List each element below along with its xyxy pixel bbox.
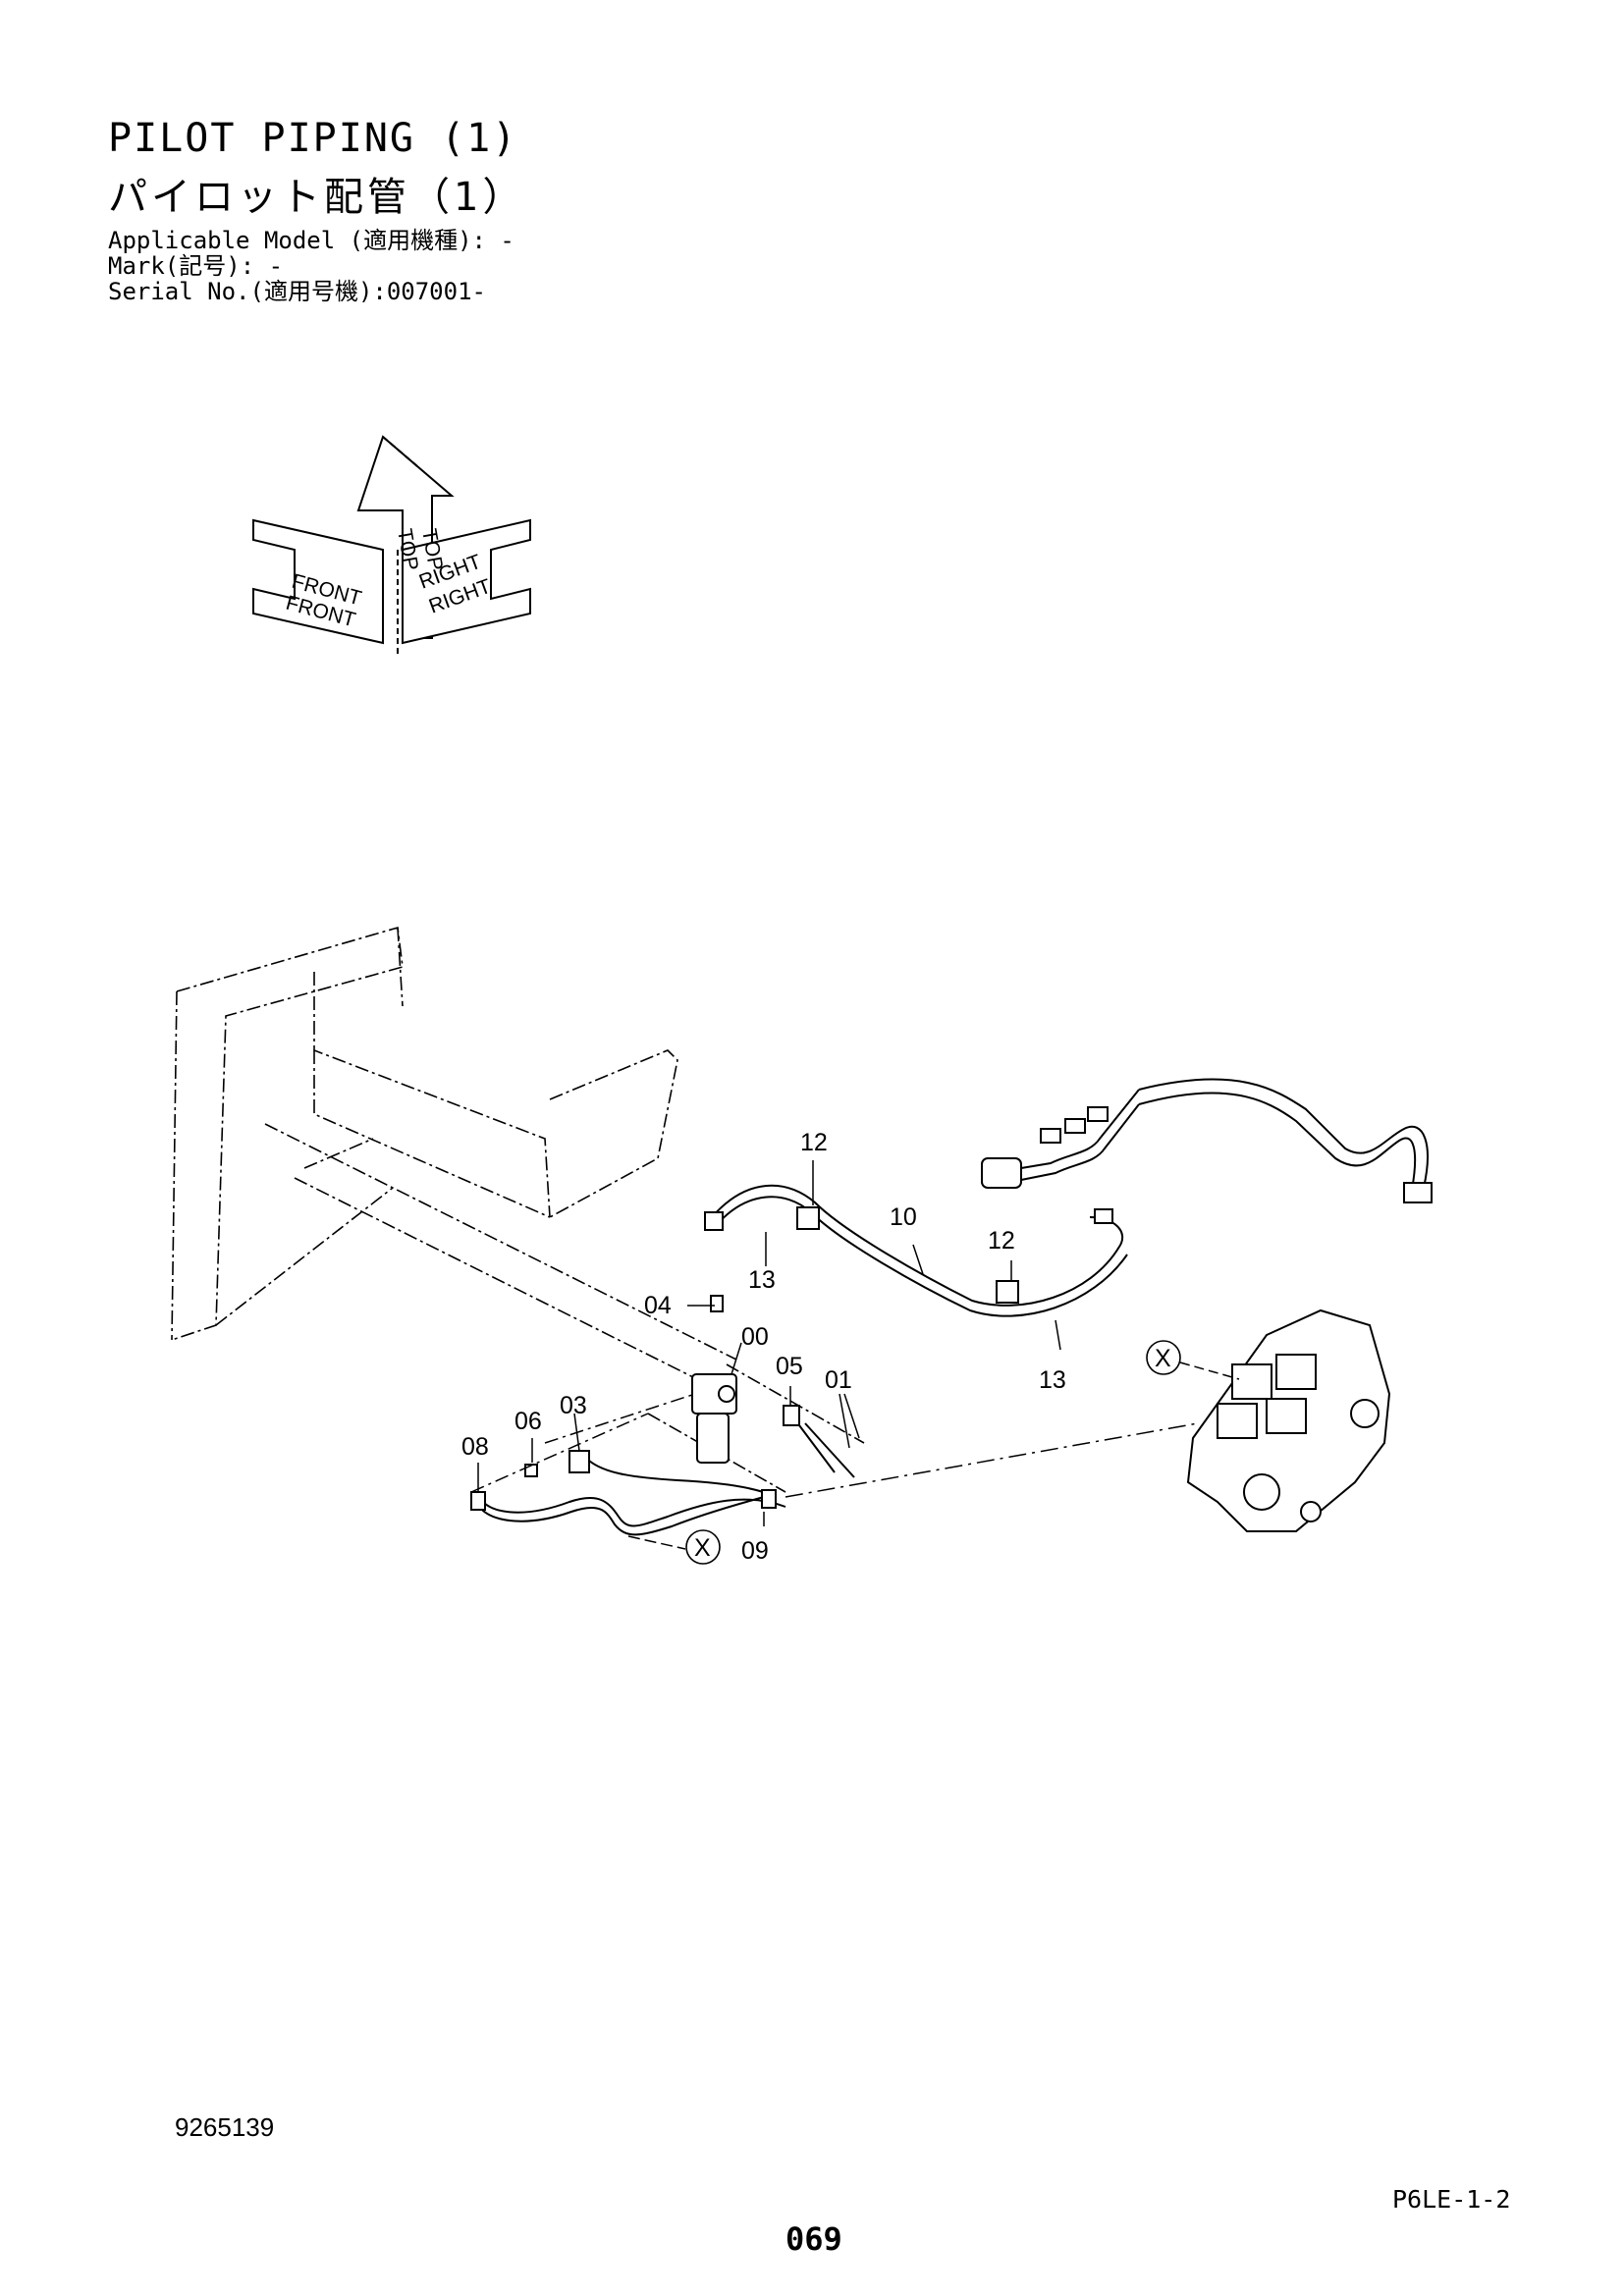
hydraulic-pump — [1186, 1308, 1391, 1532]
page-title: PILOT PIPING (1) — [108, 116, 518, 161]
hose-10 — [704, 1184, 1128, 1317]
callout-00: 00 — [741, 1323, 769, 1351]
callout-13-upper: 13 — [748, 1266, 776, 1294]
callout-10: 10 — [890, 1203, 917, 1231]
reference-marker-x-hose — [685, 1529, 721, 1565]
orientation-indicator — [252, 435, 531, 658]
callout-06: 06 — [514, 1408, 542, 1435]
pipe-bolts — [783, 1405, 855, 1478]
hose-09 — [470, 1450, 786, 1536]
callout-03: 03 — [560, 1392, 587, 1419]
callout-01: 01 — [825, 1366, 852, 1394]
callout-09: 09 — [741, 1537, 769, 1565]
reference-marker-x-pump — [1146, 1340, 1181, 1375]
applicable-model: Applicable Model (適用機種): - — [108, 227, 514, 254]
reference-x-label-hose: X — [694, 1534, 711, 1562]
figure-code: P6LE-1-2 — [1392, 2185, 1511, 2214]
pilot-filter — [691, 1295, 737, 1464]
serial-number: Serial No.(適用号機):007001- — [108, 278, 486, 305]
page-number: 069 — [785, 2220, 842, 2258]
callout-12-upper: 12 — [800, 1129, 828, 1156]
callout-12-lower: 12 — [988, 1227, 1015, 1255]
reference-x-label-pump: X — [1155, 1345, 1171, 1372]
leader-lines — [470, 1160, 1240, 1550]
frame-outline — [171, 926, 865, 1493]
callout-05: 05 — [776, 1353, 803, 1380]
document-number: 9265139 — [175, 2112, 275, 2142]
callout-08: 08 — [461, 1433, 489, 1461]
pilot-line-upper — [981, 1078, 1433, 1203]
callout-13-lower: 13 — [1039, 1366, 1066, 1394]
callout-04: 04 — [644, 1292, 672, 1319]
page-title-japanese: パイロット配管（1） — [108, 175, 526, 220]
mark: Mark(記号): - — [108, 252, 284, 280]
